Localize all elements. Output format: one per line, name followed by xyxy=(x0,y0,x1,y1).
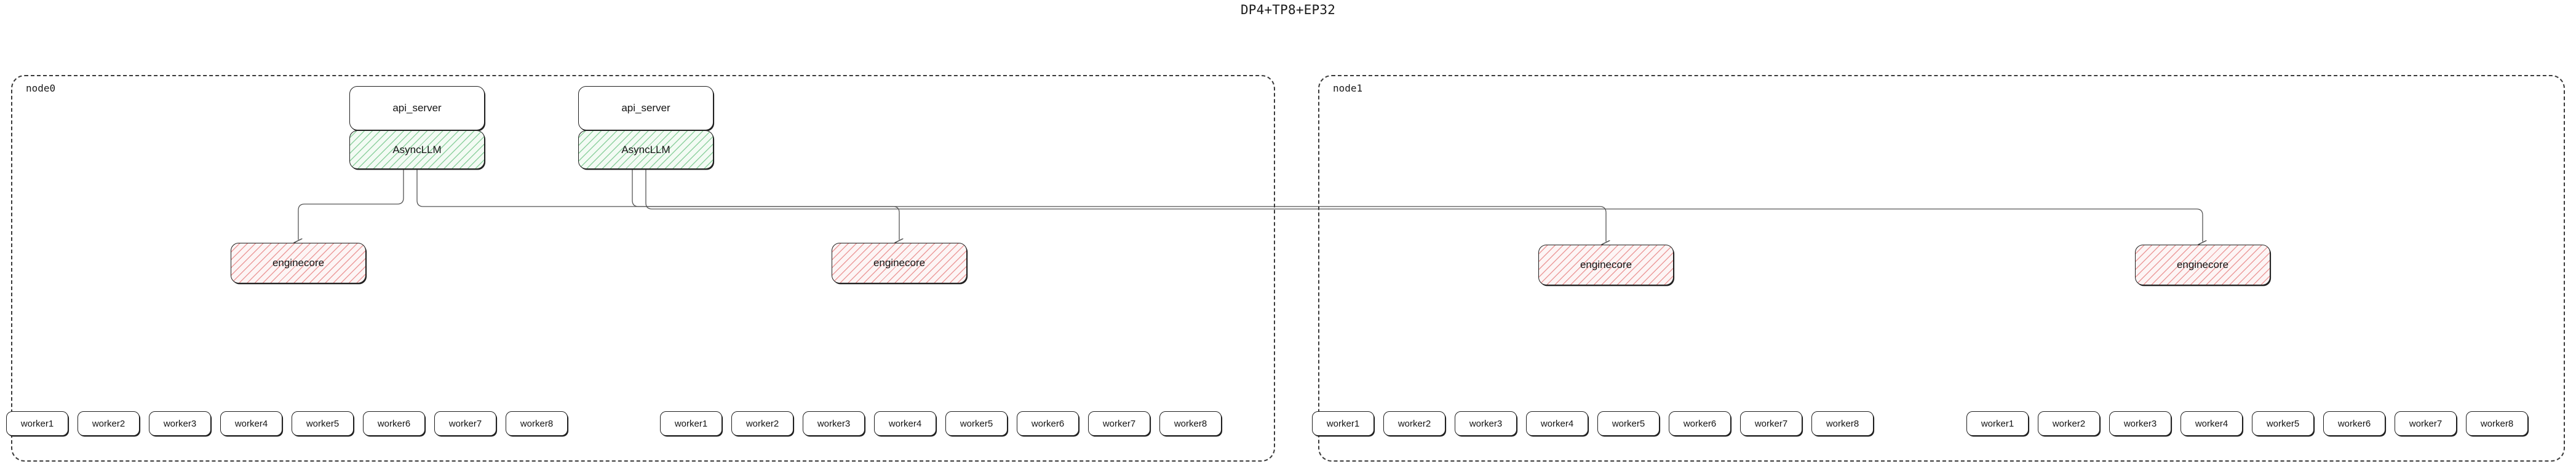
page-title: DP4+TP8+EP32 xyxy=(1240,2,1336,17)
worker_group_2-worker8-label: worker8 xyxy=(1826,418,1859,429)
worker_group_3-worker2[interactable]: worker2 xyxy=(2038,411,2100,436)
worker_group_2-worker7-label: worker7 xyxy=(1754,418,1788,429)
worker_group_2-worker3-label: worker3 xyxy=(1469,418,1503,429)
worker_group_0-worker2-label: worker2 xyxy=(92,418,125,429)
worker_group_3-worker3[interactable]: worker3 xyxy=(2109,411,2171,436)
worker_group_3-worker4-label: worker4 xyxy=(2195,418,2228,429)
worker_group_1-worker8-label: worker8 xyxy=(1174,418,1207,429)
asyncllm_1[interactable]: AsyncLLM xyxy=(578,130,714,169)
api_server_0-label: api_server xyxy=(392,102,442,114)
worker_group_0-worker3[interactable]: worker3 xyxy=(149,411,211,436)
worker_group_3-worker7[interactable]: worker7 xyxy=(2395,411,2457,436)
worker_group_3-worker7-label: worker7 xyxy=(2409,418,2443,429)
worker_group_3-worker6[interactable]: worker6 xyxy=(2323,411,2385,436)
enginecore_2-label: enginecore xyxy=(1580,259,1632,270)
enginecore_1[interactable]: enginecore xyxy=(832,243,967,283)
cluster-node1: node1 xyxy=(1318,75,2565,462)
worker_group_1-worker6[interactable]: worker6 xyxy=(1017,411,1079,436)
cluster-label-node0: node0 xyxy=(26,82,56,94)
worker_group_2-worker6[interactable]: worker6 xyxy=(1669,411,1731,436)
worker_group_0-worker1[interactable]: worker1 xyxy=(6,411,68,436)
cluster-node0: node0 xyxy=(11,75,1275,462)
worker_group_3-worker5-label: worker5 xyxy=(2266,418,2300,429)
worker_group_0-worker7-label: worker7 xyxy=(448,418,482,429)
worker_group_2-worker4-label: worker4 xyxy=(1540,418,1574,429)
worker_group_3-worker4[interactable]: worker4 xyxy=(2180,411,2243,436)
worker_group_1-worker2[interactable]: worker2 xyxy=(731,411,793,436)
worker_group_2-worker4[interactable]: worker4 xyxy=(1526,411,1588,436)
worker_group_0-worker3-label: worker3 xyxy=(163,418,197,429)
worker_group_0-worker8-label: worker8 xyxy=(520,418,554,429)
worker_group_2-worker7[interactable]: worker7 xyxy=(1740,411,1802,436)
asyncllm_0-label: AsyncLLM xyxy=(392,143,442,156)
worker_group_0-worker7[interactable]: worker7 xyxy=(434,411,496,436)
worker_group_2-worker8[interactable]: worker8 xyxy=(1811,411,1874,436)
worker_group_1-worker7-label: worker7 xyxy=(1102,418,1136,429)
enginecore_0[interactable]: enginecore xyxy=(231,243,366,283)
worker_group_1-worker8[interactable]: worker8 xyxy=(1159,411,1222,436)
enginecore_2[interactable]: enginecore xyxy=(1538,245,1674,285)
worker_group_1-worker4-label: worker4 xyxy=(888,418,922,429)
worker_group_1-worker3[interactable]: worker3 xyxy=(803,411,865,436)
worker_group_1-worker6-label: worker6 xyxy=(1031,418,1065,429)
worker_group_2-worker2-label: worker2 xyxy=(1397,418,1431,429)
worker_group_0-worker1-label: worker1 xyxy=(20,418,54,429)
worker_group_0-worker5-label: worker5 xyxy=(306,418,340,429)
worker_group_1-worker4[interactable]: worker4 xyxy=(874,411,936,436)
worker_group_1-worker5-label: worker5 xyxy=(960,418,993,429)
worker_group_1-worker3-label: worker3 xyxy=(817,418,851,429)
enginecore_3-label: enginecore xyxy=(2176,259,2229,270)
worker_group_2-worker5-label: worker5 xyxy=(1612,418,1645,429)
worker_group_2-worker1-label: worker1 xyxy=(1326,418,1360,429)
asyncllm_0[interactable]: AsyncLLM xyxy=(349,130,485,169)
worker_group_3-worker2-label: worker2 xyxy=(2052,418,2086,429)
api_server_0[interactable]: api_server xyxy=(349,86,485,130)
worker_group_2-worker1[interactable]: worker1 xyxy=(1312,411,1374,436)
worker_group_3-worker8[interactable]: worker8 xyxy=(2466,411,2528,436)
enginecore_1-label: enginecore xyxy=(873,257,926,269)
worker_group_0-worker6-label: worker6 xyxy=(377,418,411,429)
worker_group_0-worker4[interactable]: worker4 xyxy=(220,411,282,436)
worker_group_0-worker6[interactable]: worker6 xyxy=(363,411,425,436)
worker_group_3-worker5[interactable]: worker5 xyxy=(2252,411,2314,436)
worker_group_2-worker6-label: worker6 xyxy=(1683,418,1717,429)
worker_group_2-worker3[interactable]: worker3 xyxy=(1455,411,1517,436)
worker_group_1-worker1[interactable]: worker1 xyxy=(660,411,722,436)
worker_group_0-worker5[interactable]: worker5 xyxy=(292,411,354,436)
asyncllm_1-label: AsyncLLM xyxy=(621,143,670,156)
worker_group_3-worker1-label: worker1 xyxy=(1981,418,2014,429)
worker_group_3-worker1[interactable]: worker1 xyxy=(1966,411,2029,436)
api_server_1-label: api_server xyxy=(621,102,670,114)
cluster-label-node1: node1 xyxy=(1333,82,1363,94)
enginecore_3[interactable]: enginecore xyxy=(2135,245,2270,285)
worker_group_0-worker8[interactable]: worker8 xyxy=(506,411,568,436)
worker_group_3-worker6-label: worker6 xyxy=(2337,418,2371,429)
worker_group_2-worker5[interactable]: worker5 xyxy=(1597,411,1660,436)
worker_group_0-worker4-label: worker4 xyxy=(234,418,268,429)
worker_group_2-worker2[interactable]: worker2 xyxy=(1383,411,1445,436)
worker_group_0-worker2[interactable]: worker2 xyxy=(78,411,140,436)
worker_group_1-worker5[interactable]: worker5 xyxy=(945,411,1008,436)
api_server_1[interactable]: api_server xyxy=(578,86,714,130)
worker_group_1-worker1-label: worker1 xyxy=(674,418,708,429)
worker_group_1-worker7[interactable]: worker7 xyxy=(1088,411,1150,436)
enginecore_0-label: enginecore xyxy=(272,257,325,269)
worker_group_3-worker3-label: worker3 xyxy=(2123,418,2157,429)
worker_group_1-worker2-label: worker2 xyxy=(745,418,779,429)
worker_group_3-worker8-label: worker8 xyxy=(2480,418,2514,429)
